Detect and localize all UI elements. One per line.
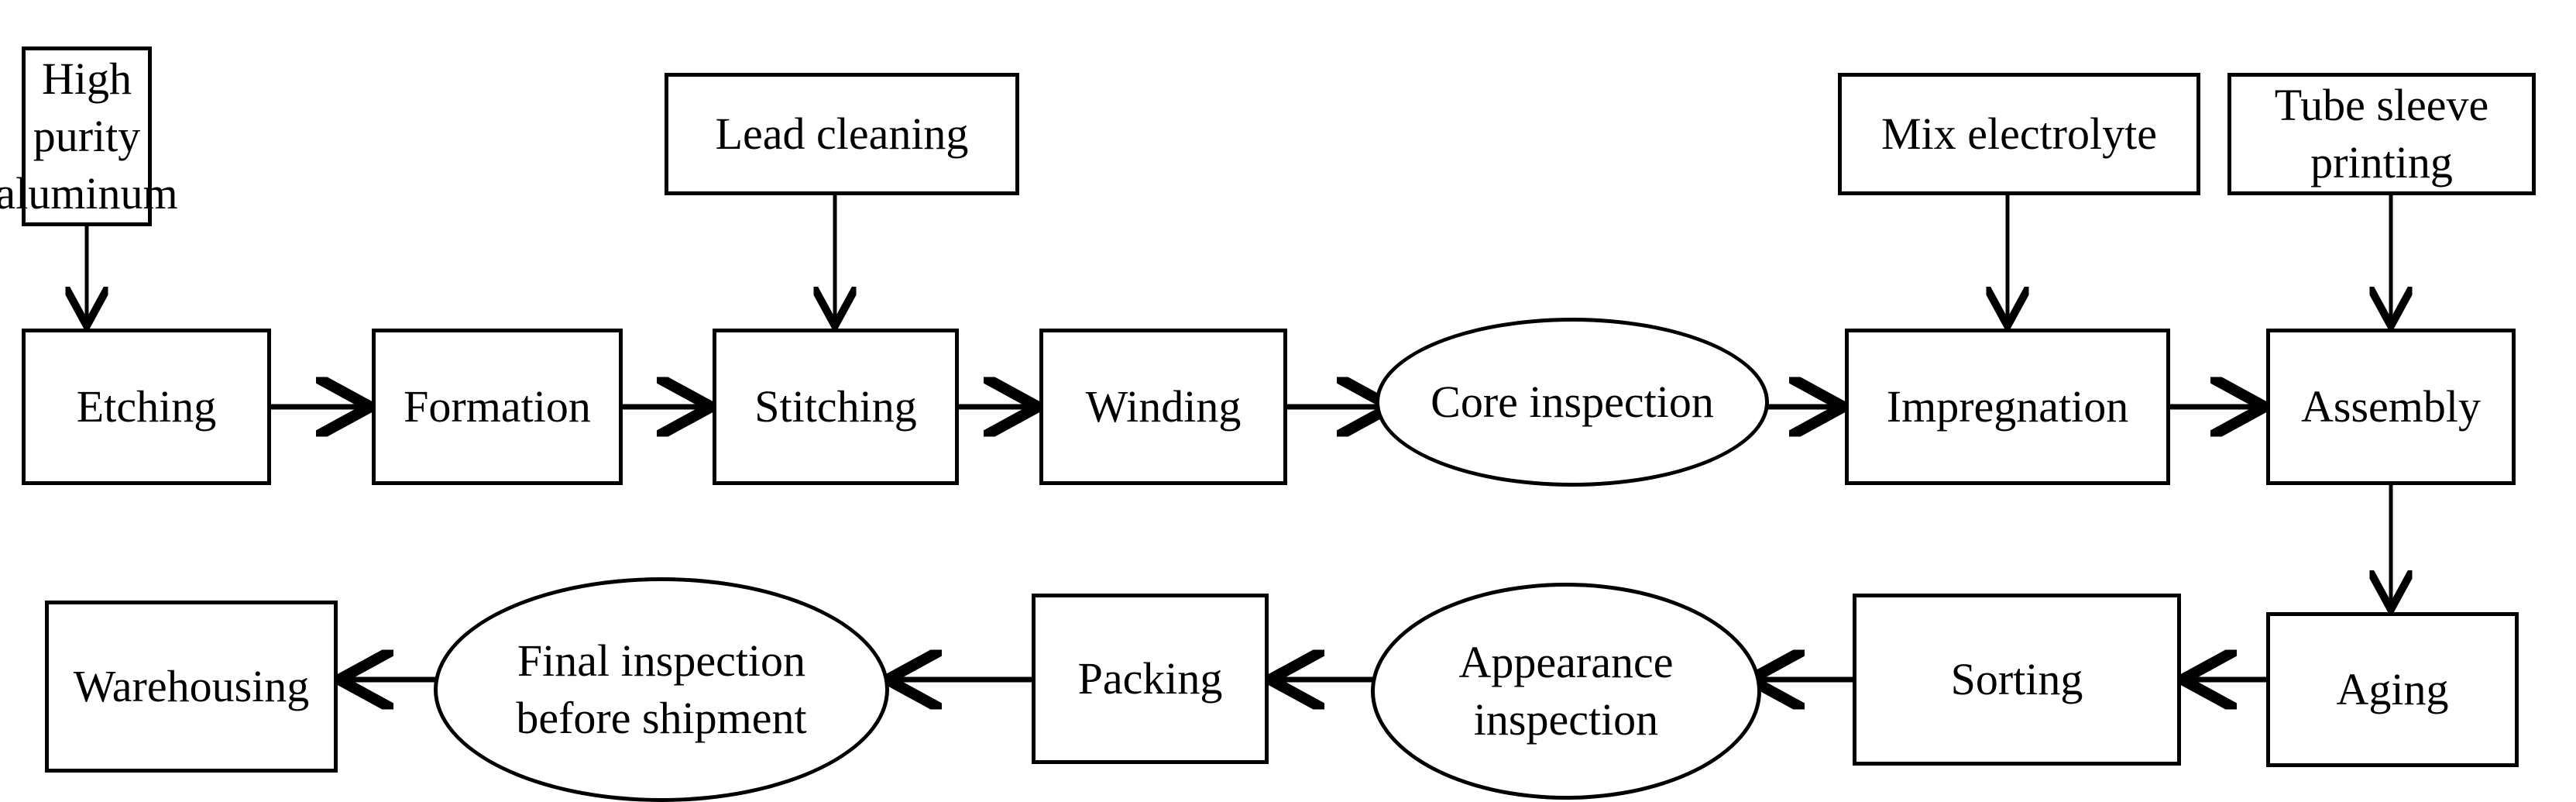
node-label: High purity aluminum xyxy=(0,53,178,219)
node-label: Etching xyxy=(76,380,217,432)
node-label: Aging xyxy=(2336,663,2449,714)
node-label: Tube sleeve printing xyxy=(2274,79,2489,188)
node-core-inspection[interactable]: Core inspection xyxy=(1376,318,1769,487)
node-aging[interactable]: Aging xyxy=(2266,612,2519,767)
node-final-inspection-before-shipment[interactable]: Final inspection before shipment xyxy=(434,577,889,802)
node-lead-cleaning[interactable]: Lead cleaning xyxy=(665,73,1019,195)
node-appearance-inspection[interactable]: Appearance inspection xyxy=(1371,583,1761,800)
node-mix-electrolyte[interactable]: Mix electrolyte xyxy=(1838,73,2200,195)
node-label: Packing xyxy=(1077,652,1223,704)
node-label: Assembly xyxy=(2301,380,2481,432)
node-sorting[interactable]: Sorting xyxy=(1853,594,2181,766)
node-label: Final inspection before shipment xyxy=(516,635,807,743)
node-impregnation[interactable]: Impregnation xyxy=(1845,329,2170,485)
node-packing[interactable]: Packing xyxy=(1032,594,1269,764)
node-winding[interactable]: Winding xyxy=(1039,329,1287,485)
node-label: Sorting xyxy=(1950,653,2083,704)
node-label: Core inspection xyxy=(1431,376,1714,427)
node-label: Stitching xyxy=(754,380,917,432)
node-label: Mix electrolyte xyxy=(1881,108,2157,159)
node-label: Warehousing xyxy=(73,660,310,711)
node-warehousing[interactable]: Warehousing xyxy=(45,601,338,773)
node-high-purity-aluminum[interactable]: High purity aluminum xyxy=(0,46,178,226)
node-label: Formation xyxy=(404,380,591,432)
node-etching[interactable]: Etching xyxy=(22,329,271,485)
node-stitching[interactable]: Stitching xyxy=(713,329,959,485)
node-label: Appearance inspection xyxy=(1458,636,1674,745)
node-formation[interactable]: Formation xyxy=(372,329,623,485)
node-assembly[interactable]: Assembly xyxy=(2266,329,2516,485)
node-tube-sleeve-printing[interactable]: Tube sleeve printing xyxy=(2227,73,2536,195)
node-label: Lead cleaning xyxy=(715,108,969,159)
node-label: Winding xyxy=(1085,380,1242,432)
node-label: Impregnation xyxy=(1886,380,2129,432)
